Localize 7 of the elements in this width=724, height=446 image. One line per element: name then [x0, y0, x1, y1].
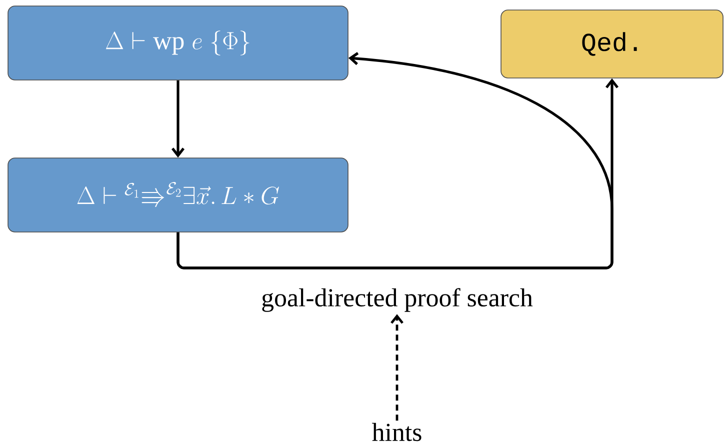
result-box: Qed.: [500, 10, 724, 78]
hint-text: hints: [372, 422, 422, 442]
formula-box: $\Delta \vdash {}^{\mathcal{E}_1}{\Rrightarrow}^{\mathcal{E}_2} \exists \vec{x}.\, L * G$: [8, 158, 348, 232]
arrow: [171, 80, 185, 158]
formula-box: $\Delta \vdash \mathrm{wp}\; e\; \{\Phi\}$: [8, 6, 348, 80]
caption-text: goal-directed proof search: [262, 288, 533, 312]
arrow: [390, 314, 404, 421]
